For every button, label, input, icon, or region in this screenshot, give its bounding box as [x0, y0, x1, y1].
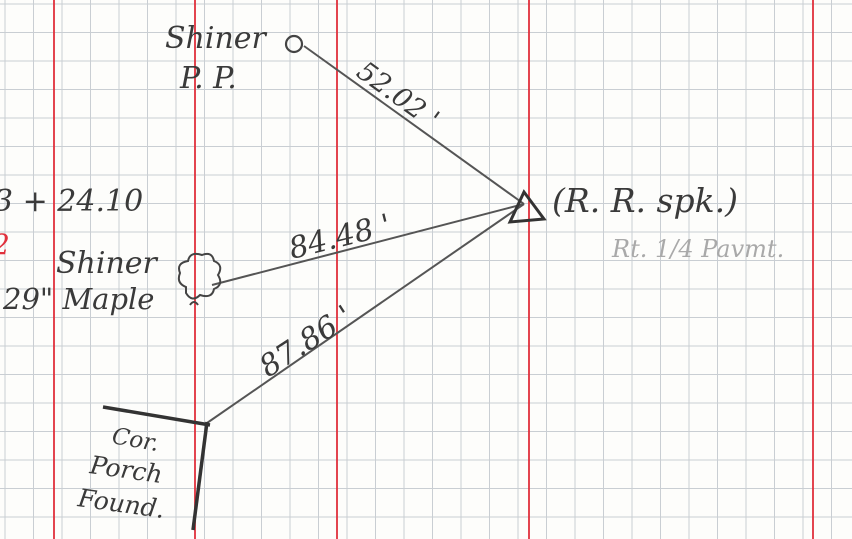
target-label-porch-line3: Found. — [75, 483, 166, 524]
porch-corner-icon — [102, 405, 211, 531]
target-label-pp-line2: P. P. — [179, 61, 237, 96]
red-rule-lines — [53, 0, 814, 539]
tree-icon — [177, 252, 222, 306]
target-label-porch-line1: Cor. — [110, 423, 161, 457]
distance-label-maple: 84.48 ' — [285, 208, 394, 267]
tie-line-pp — [303, 45, 525, 205]
tie-line-porch — [206, 203, 525, 424]
tie-line-maple — [211, 203, 525, 286]
target-label-maple-line2: 29" Maple — [2, 282, 154, 316]
railroad-spike-icon — [507, 189, 547, 224]
distance-label-pp: 52.02 ' — [351, 56, 445, 136]
control-point-label: (R. R. spk.) — [552, 181, 738, 220]
distance-label-porch: 87.86 ' — [253, 299, 359, 385]
target-label-maple-line1: Shiner — [56, 246, 159, 281]
station-margin-mark: 2 — [0, 228, 10, 261]
utility-pole-icon — [284, 34, 304, 54]
control-point-note: Rt. 1/4 Pavmt. — [611, 235, 784, 263]
tie-lines — [206, 45, 525, 424]
station-label: 3 + 24.10 — [0, 184, 143, 219]
target-label-pp-line1: Shiner — [165, 21, 268, 56]
